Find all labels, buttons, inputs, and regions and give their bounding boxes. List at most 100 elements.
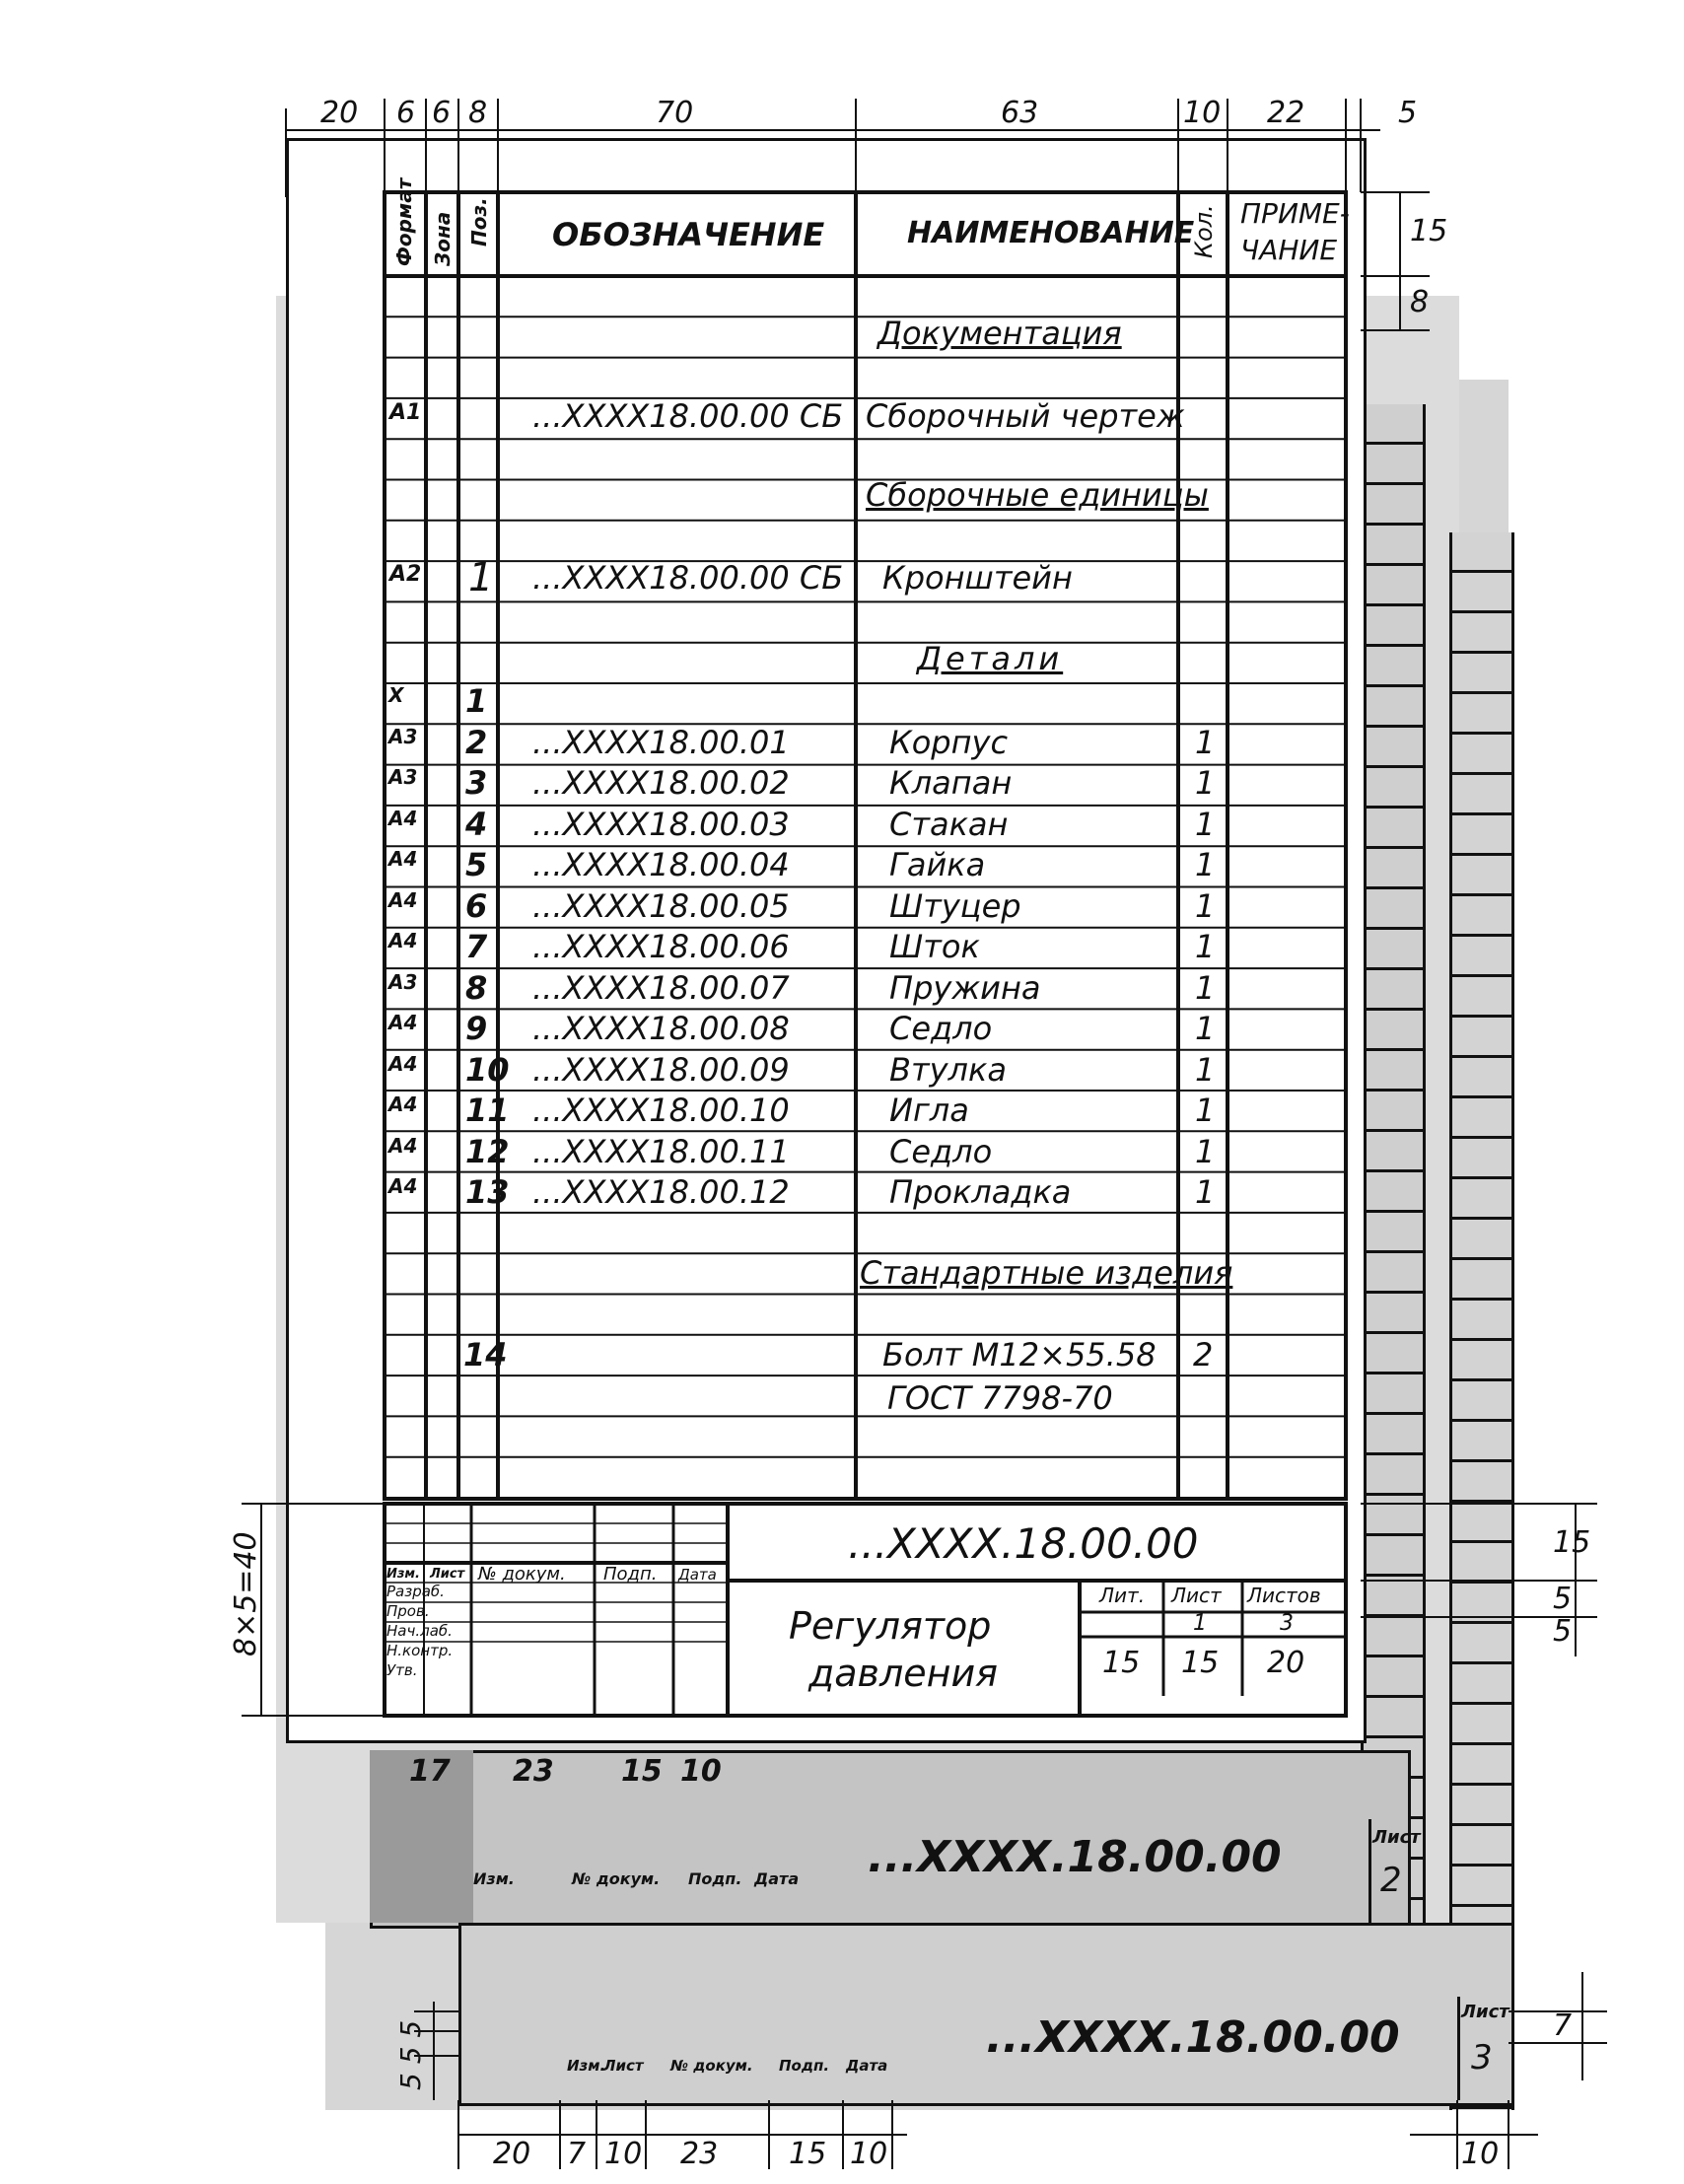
dim-right-15: 15 [1410, 214, 1448, 248]
part-designation: ...XXXX18.00.02 [532, 764, 790, 802]
part-name: Седло [889, 1010, 993, 1047]
section-parts: Детали [917, 640, 1064, 677]
sheet2-width-23: 23 [513, 1754, 554, 1789]
part-format: А3 [388, 969, 418, 994]
part-pos: 4 [465, 805, 488, 843]
part-name: Штуцер [889, 886, 1021, 925]
header-designation: ОБОЗНАЧЕНИЕ [552, 216, 825, 253]
sheet3-list-label: Лист [1461, 2002, 1509, 2022]
sheet2-list-label: Лист [1372, 1827, 1421, 1848]
dim-20: 20 [320, 96, 359, 130]
sheet3-right-strip [1449, 532, 1514, 2110]
title-col-izm: Изм. [386, 1567, 420, 1582]
sheet2-col-izm: Изм. [473, 1869, 515, 1888]
title-sheets-value: 3 [1280, 1611, 1294, 1636]
title-code: ...XXXX.18.00.00 [848, 1519, 1199, 1568]
sheet3-col-list: Лист [603, 2057, 644, 2075]
title-role: Утв. [386, 1661, 418, 1679]
part-name: Прокладка [889, 1173, 1072, 1211]
part-pos: 6 [465, 886, 488, 925]
part-pos: 2 [465, 723, 488, 761]
part-qty: 1 [1195, 886, 1216, 925]
dim-8: 8 [468, 96, 488, 130]
part-qty: 1 [1195, 1132, 1216, 1170]
dim-left-stack: 8×5=40 [229, 1531, 263, 1656]
dim-bottom-23: 23 [680, 2137, 719, 2171]
sheet2-left-block [370, 1750, 473, 1923]
part-pos: 1 [465, 682, 488, 720]
doc-format: А1 [389, 400, 422, 425]
dim-right-tb-15: 15 [1553, 1525, 1591, 1560]
sheet2-width-10: 10 [680, 1754, 722, 1789]
sheet2-list-box [1368, 1819, 1415, 1923]
sheet3-title-strip [458, 1923, 1514, 2106]
sheet2-list-value: 2 [1380, 1861, 1402, 1900]
dim-bottom-10: 10 [604, 2137, 643, 2171]
dim-22: 22 [1267, 96, 1305, 130]
title-sheet-value: 1 [1193, 1611, 1207, 1636]
title-role: Разраб. [386, 1583, 445, 1600]
part-name: Стакан [889, 805, 1009, 843]
dim-right-tb-5b: 5 [1553, 1614, 1573, 1649]
sheet2-col-doc: № докум. [572, 1869, 661, 1888]
title-role: Пров. [386, 1602, 430, 1620]
title-name-2: давления [808, 1652, 999, 1695]
standard-name-2: ГОСТ 7798-70 [887, 1379, 1113, 1417]
dim-6a: 6 [396, 96, 416, 130]
part-format: А3 [388, 765, 418, 789]
header-pos: Поз. [467, 197, 491, 247]
part-name: Клапан [889, 764, 1013, 802]
part-pos: 10 [465, 1050, 510, 1089]
sheet3-col-sign: Подп. [779, 2057, 830, 2075]
part-designation: ...XXXX18.00.04 [532, 846, 790, 883]
dim-bottom-15: 15 [789, 2137, 827, 2171]
main-sheet [286, 138, 1367, 1743]
header-format: Формат [392, 177, 416, 266]
sheet2-width-17: 17 [409, 1754, 451, 1789]
part-qty: 1 [1195, 1050, 1216, 1089]
header-note-2: ЧАНИЕ [1240, 234, 1338, 266]
title-col-date: Дата [678, 1566, 717, 1584]
title-col-doc: № докум. [478, 1564, 566, 1585]
part-name: Седло [889, 1132, 993, 1170]
part-designation: ...XXXX18.00.08 [532, 1010, 790, 1047]
title-sheet: Лист [1171, 1584, 1222, 1607]
part-qty: 1 [1195, 928, 1216, 965]
part-format: А4 [388, 929, 418, 952]
dim-bottom-10b: 10 [850, 2137, 888, 2171]
part-pos: 11 [465, 1092, 510, 1129]
part-designation: ...XXXX18.00.01 [532, 723, 790, 761]
part-format: А4 [388, 1092, 418, 1116]
part-name: Корпус [889, 723, 1009, 761]
sheet2-col-date: Дата [754, 1869, 800, 1888]
sheet3-list-box [1457, 1997, 1509, 2100]
title-role: Нач.лаб. [386, 1622, 453, 1640]
header-zone: Зона [431, 211, 455, 266]
part-designation: ...XXXX18.00.07 [532, 968, 790, 1007]
part-designation: ...XXXX18.00.11 [532, 1132, 790, 1170]
title-role: Н.контр. [386, 1642, 454, 1659]
asm-pos: 1 [468, 555, 494, 600]
sheet3-col-date: Дата [846, 2057, 888, 2075]
part-pos: 7 [465, 928, 488, 965]
section-assembly-units: Сборочные единицы [866, 476, 1209, 514]
part-qty: 1 [1195, 1092, 1216, 1129]
title-name-1: Регулятор [789, 1604, 992, 1648]
part-name: Игла [889, 1092, 969, 1129]
header-note-1: ПРИМЕ- [1240, 197, 1350, 230]
sheet2-col-sign: Подп. [688, 1869, 742, 1888]
part-pos: 3 [465, 764, 488, 802]
part-qty: 1 [1195, 1173, 1216, 1211]
part-format: X [388, 683, 404, 707]
sheet2-right-strip [1361, 404, 1426, 1923]
title-sheets: Листов [1247, 1584, 1321, 1607]
dim-bottom-10r: 10 [1461, 2137, 1500, 2171]
dim-left-555: 5 5 5 [394, 2019, 427, 2090]
part-name: Пружина [889, 968, 1041, 1007]
part-designation: ...XXXX18.00.03 [532, 805, 790, 843]
standard-qty: 2 [1193, 1336, 1214, 1374]
doc-name: Сборочный чертеж [866, 397, 1185, 435]
part-format: А4 [388, 806, 418, 830]
sheet2-width-15: 15 [621, 1754, 663, 1789]
part-designation: ...XXXX18.00.09 [532, 1050, 790, 1089]
